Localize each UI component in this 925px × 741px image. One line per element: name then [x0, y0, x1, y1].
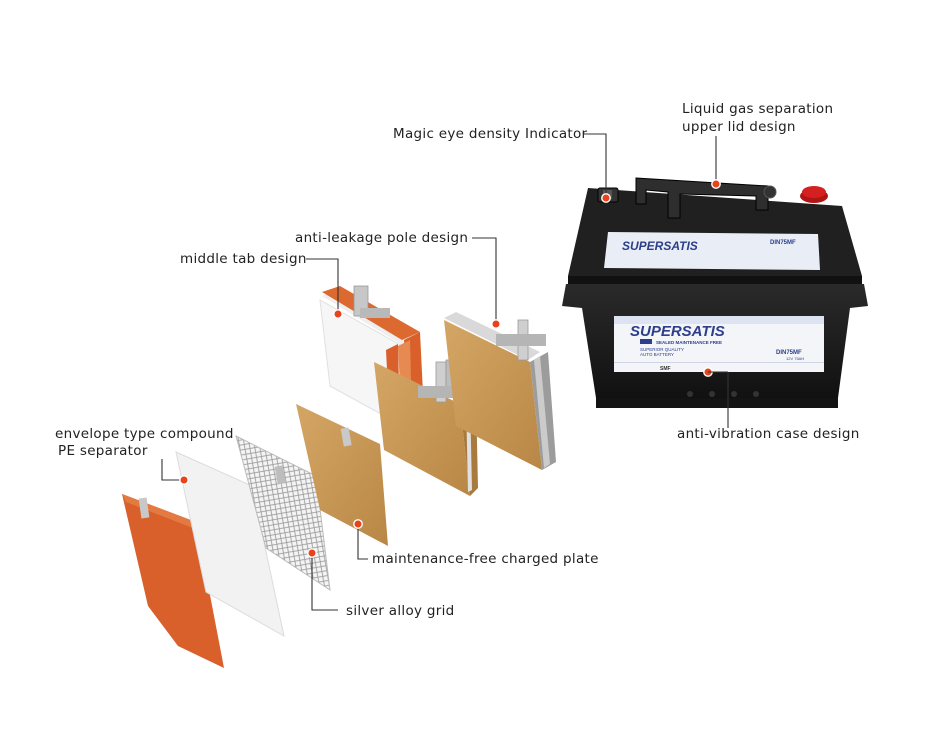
- separator-marker: [179, 475, 189, 485]
- envelope-label-line2: PE separator: [58, 443, 148, 459]
- magic-eye-label: Magic eye density Indicator: [393, 126, 588, 142]
- lid-marker: [711, 179, 721, 189]
- silver-alloy-grid: [235, 435, 331, 592]
- case-sub-line2: SUPERIOR QUALITY: [640, 347, 684, 352]
- middle-tab-marker: [333, 309, 343, 319]
- leader-lines: [161, 133, 729, 611]
- case-spec-text: 12V 75AH: [786, 356, 804, 361]
- plate-marker: [353, 519, 363, 529]
- lid-model-text: DIN75MF: [770, 240, 796, 246]
- liquid-gas-label-line1: Liquid gas separation: [682, 101, 834, 117]
- anti-leakage-label: anti-leakage pole design: [295, 230, 469, 246]
- case-model-text: DIN75MF: [776, 350, 802, 356]
- lid-brand-text: SUPERSATIS: [622, 239, 698, 253]
- charged-plate: [296, 404, 388, 546]
- tan-plate-stack-rear: [444, 312, 556, 470]
- middle-tab-label: middle tab design: [180, 251, 307, 267]
- grid-marker: [307, 548, 317, 558]
- case-smf-text: SMF: [660, 366, 671, 372]
- pe-separator-sheet: [175, 451, 285, 637]
- magic-eye-marker: [601, 193, 611, 203]
- liquid-gas-label-line2: upper lid design: [682, 119, 796, 135]
- pole-marker: [491, 319, 501, 329]
- case-brand-text: SUPERSATIS: [630, 323, 725, 340]
- charged-plate-label: maintenance-free charged plate: [372, 551, 599, 567]
- envelope-label-line1: envelope type compound: [55, 426, 234, 442]
- anti-vibration-label: anti-vibration case design: [677, 426, 860, 442]
- silver-grid-label: silver alloy grid: [346, 603, 455, 619]
- case-sub-line3: AUTO BATTERY: [640, 352, 674, 357]
- battery-body: SUPERSATIS DIN75MF SUPERSATIS SEALED MAI…: [562, 177, 868, 408]
- case-sub-line1: SEALED MAINTENANCE FREE: [656, 340, 722, 345]
